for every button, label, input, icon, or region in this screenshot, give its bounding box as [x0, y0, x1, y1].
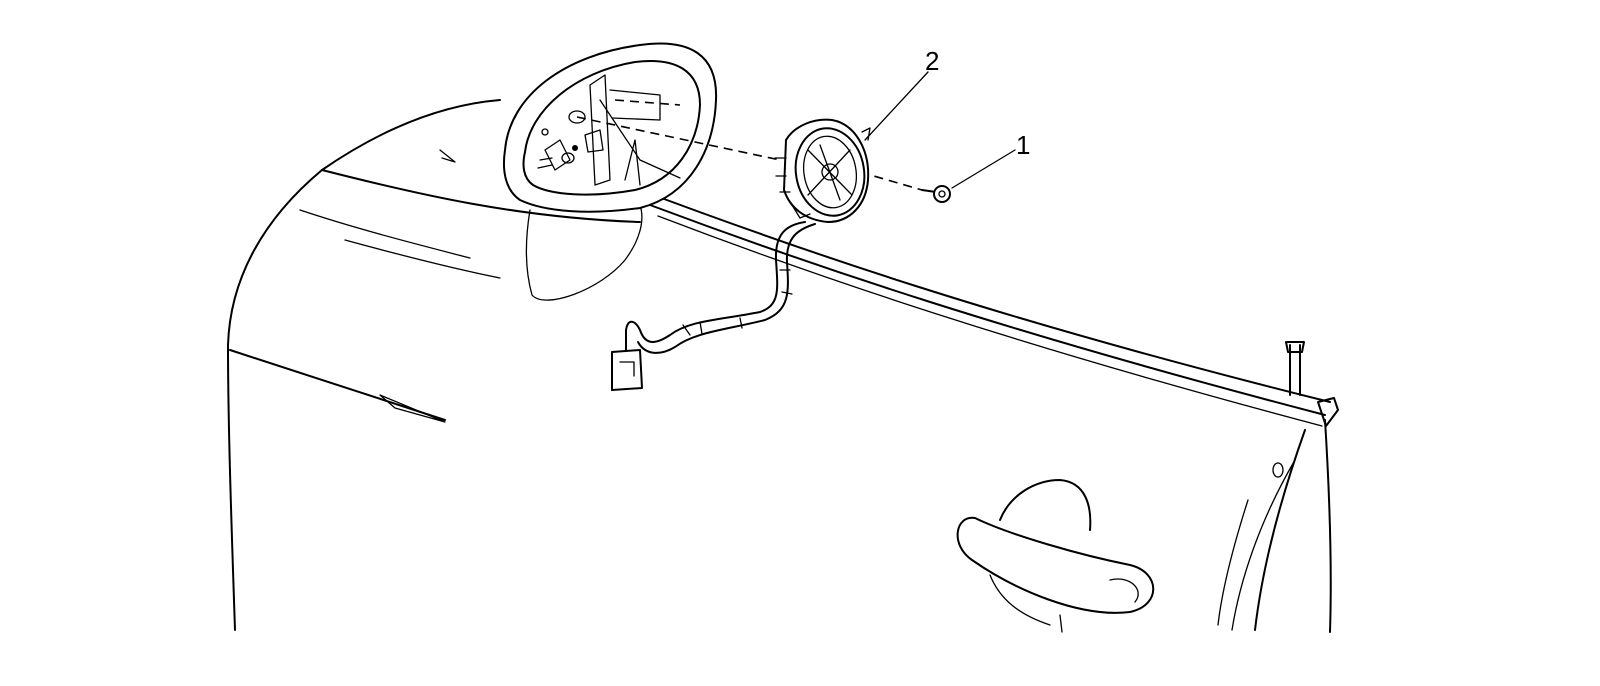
door-handle [956, 479, 1155, 633]
mirror-motor [774, 118, 871, 223]
mirror-housing [502, 42, 718, 301]
callout-1-label: 1 [1016, 130, 1030, 160]
door-panel [227, 99, 641, 631]
wiring-harness [611, 221, 816, 391]
callout-2-label: 2 [925, 46, 939, 76]
alignment-lines [576, 99, 923, 191]
mirror-internals [537, 74, 681, 186]
mirror-motor-screw [921, 185, 951, 203]
door-rear-edge [1217, 419, 1332, 633]
door-post [1285, 341, 1305, 396]
callout-leaders [864, 71, 1016, 189]
belt-molding [639, 189, 1339, 427]
